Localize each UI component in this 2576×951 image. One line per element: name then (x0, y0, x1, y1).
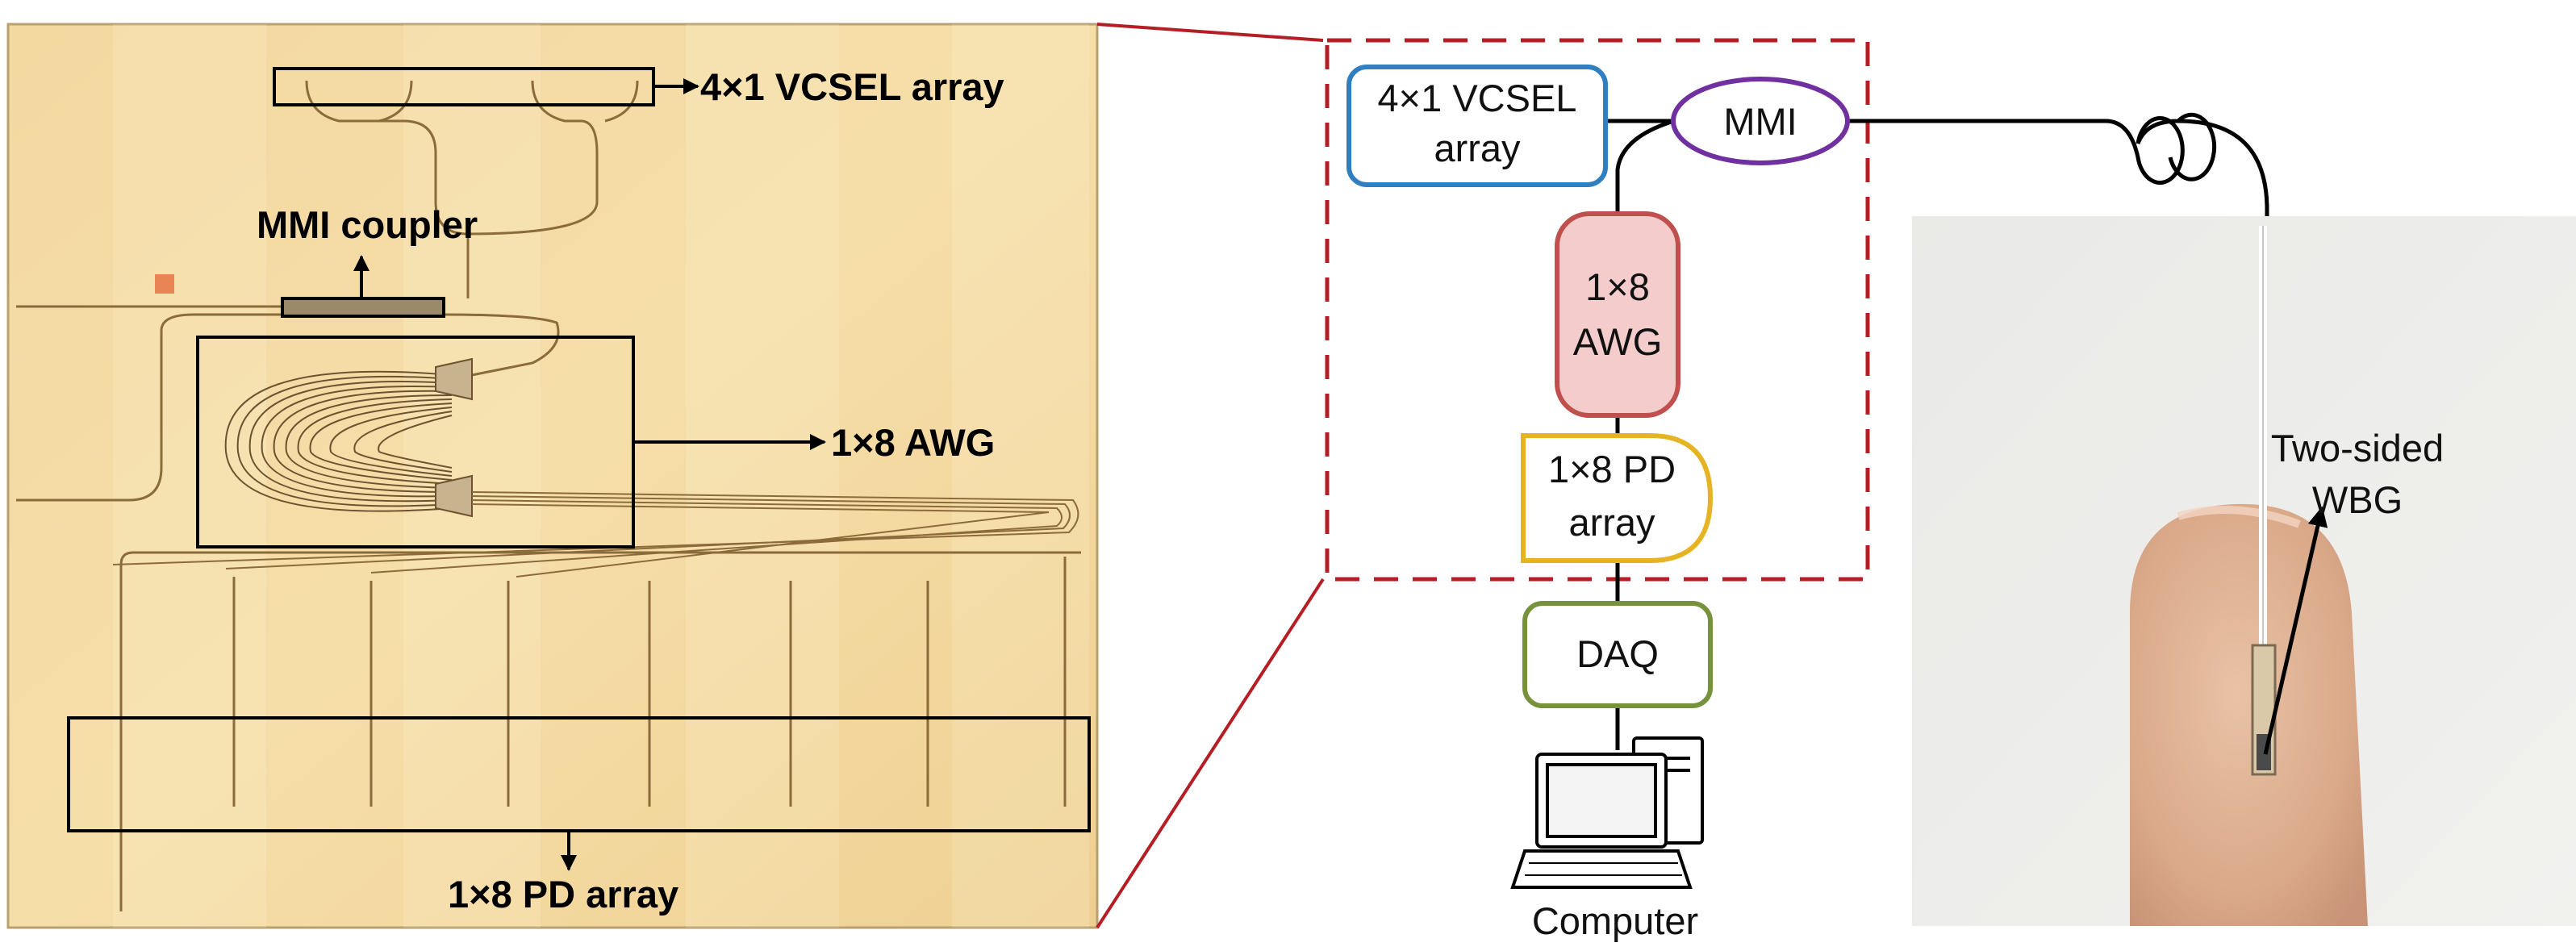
chip-photo: 4×1 VCSEL array MMI coupler 1×8 AWG 1×8 … (6, 23, 1099, 929)
awg-label: 1×8 AWG (831, 421, 995, 464)
finger (2130, 503, 2368, 926)
vcsel-array-node (1346, 65, 1608, 187)
awg-arcs (224, 370, 453, 512)
mmi-node (1671, 77, 1850, 165)
daq-node (1522, 601, 1713, 708)
pd-array-box (67, 716, 1091, 832)
computer-icon (1510, 736, 1704, 889)
zoom-line-bottom (1096, 578, 1325, 929)
pd-array-node (1521, 433, 1714, 563)
zoom-line-top (1096, 23, 1324, 42)
awg-node (1555, 211, 1680, 418)
mmi-node-label: MMI (1723, 100, 1797, 143)
mmi-coupler-label: MMI coupler (257, 203, 478, 246)
daq-node-label: DAQ (1576, 632, 1659, 675)
awg-node-line2: AWG (1573, 320, 1663, 363)
pd-array-node-line2: array (1568, 501, 1655, 544)
mmi-coupler-box (281, 297, 445, 318)
bond-pad (155, 274, 174, 294)
awg-node-line1: 1×8 (1585, 265, 1650, 308)
computer-label: Computer (1532, 899, 1698, 942)
pd-array-label: 1×8 PD array (448, 873, 678, 916)
schematic: 4×1 VCSEL array MMI 1×8 AWG 1×8 PD array… (1325, 38, 2269, 942)
output-bus (112, 491, 1079, 578)
wbg-label-line2: WBG (2312, 478, 2403, 521)
vcsel-array-node-line1: 4×1 VCSEL (1378, 77, 1577, 119)
vcsel-array-node-line2: array (1434, 127, 1521, 169)
pd-array-node-line1: 1×8 PD (1548, 448, 1676, 490)
wbg-label-line1: Two-sided (2271, 427, 2444, 469)
vcsel-array-box (273, 67, 655, 106)
finger-photo: Two-sided WBG (1912, 216, 2576, 926)
pd-drops (232, 557, 1067, 807)
vcsel-array-label: 4×1 VCSEL array (700, 65, 1004, 108)
